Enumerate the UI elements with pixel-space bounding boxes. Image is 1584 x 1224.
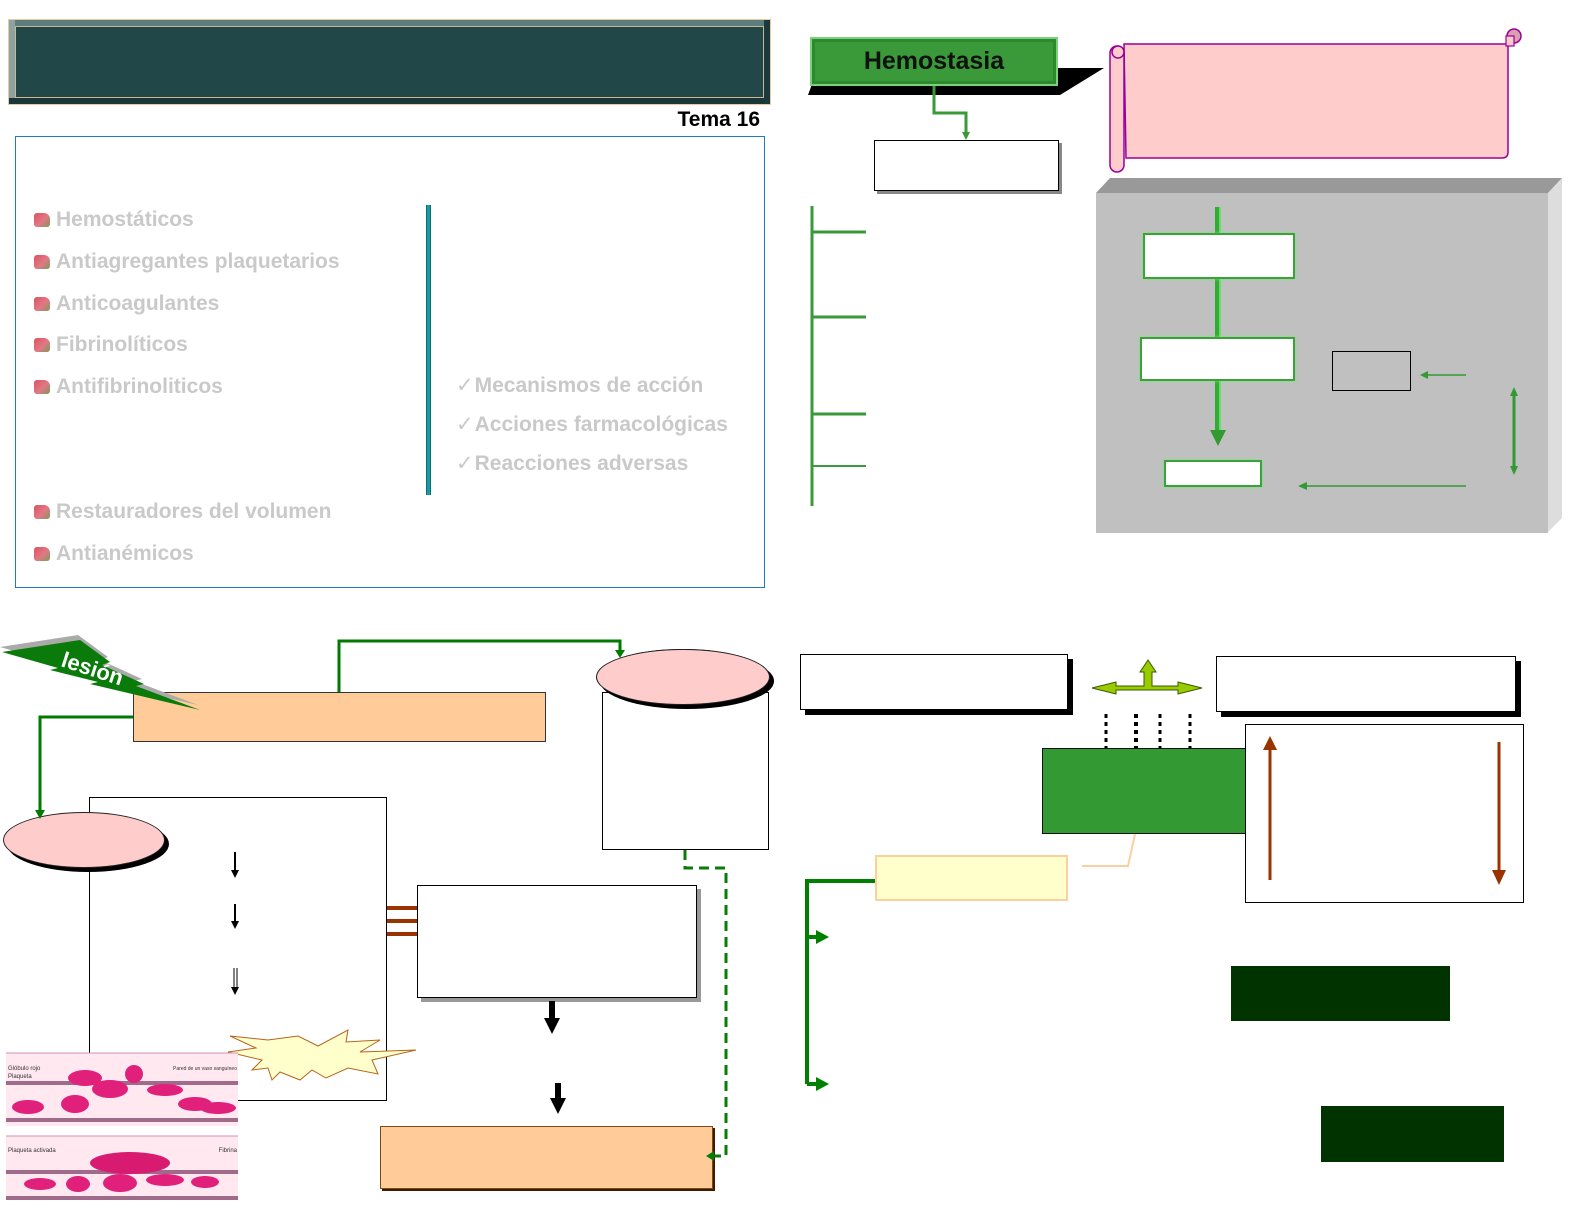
- yellow-box: [875, 855, 1068, 901]
- index-box: Hemostáticos Antiagregantes plaquetarios…: [15, 136, 765, 588]
- banner-face: [15, 26, 764, 98]
- down-arrow: [555, 1083, 561, 1101]
- link-bar: [387, 919, 417, 923]
- study-aspect-item: ✓Reacciones adversas: [456, 451, 688, 476]
- drug-group-label: Fibrinolíticos: [56, 333, 188, 356]
- checkmark-icon: ✓: [456, 374, 474, 397]
- banner-bevel: [9, 20, 15, 104]
- result-box: [380, 1126, 713, 1189]
- balance-box: [1245, 724, 1524, 903]
- rose-bullet-icon: [34, 338, 50, 352]
- hemostasia-child-box: [874, 140, 1059, 191]
- illustration-label: Plaqueta: [8, 1074, 32, 1080]
- title-banner: [8, 19, 771, 105]
- link-bar: [387, 932, 417, 936]
- study-aspect-label: Mecanismos de acción: [474, 374, 704, 397]
- dark-green-block-2: [1321, 1106, 1504, 1162]
- flow-box-1: [1143, 233, 1295, 279]
- arrow-head-icon: [962, 132, 970, 140]
- top-left-white-box: [800, 654, 1068, 710]
- dark-green-block-1: [1231, 966, 1450, 1021]
- rose-bullet-icon: [34, 380, 50, 394]
- banner-bevel: [9, 98, 770, 104]
- topic-label: Tema 16: [677, 108, 761, 131]
- callout-line: [1082, 833, 1136, 867]
- arrow-head-icon: [550, 1098, 566, 1114]
- tri-arrow-icon: [1091, 659, 1203, 695]
- study-aspect-item: ✓Mecanismos de acción: [456, 373, 703, 398]
- top-right-white-box: [1216, 656, 1516, 712]
- other-group-item: Antianémicos: [34, 542, 194, 566]
- rose-bullet-icon: [34, 255, 50, 269]
- pink-ellipse-right-top: [596, 649, 770, 705]
- illustration-label: Glóbulo rojo: [8, 1066, 41, 1072]
- drug-group-label: Antifibrinoliticos: [56, 375, 223, 398]
- flow-box-3: [1164, 460, 1262, 487]
- green-block: [1042, 748, 1247, 834]
- coagulation-box: [602, 692, 769, 850]
- drug-group-label: Hemostáticos: [56, 208, 194, 231]
- banner-bevel: [9, 20, 770, 26]
- flow-box-2: [1140, 337, 1295, 381]
- drug-group-label: Anticoagulantes: [56, 292, 220, 315]
- study-aspect-label: Acciones farmacológicas: [474, 413, 728, 436]
- outlined-box: [1332, 351, 1411, 391]
- study-aspect-label: Reacciones adversas: [474, 452, 689, 475]
- injury-response-box: [133, 692, 546, 742]
- lesion-label: lesión: [58, 647, 126, 690]
- rose-bullet-icon: [34, 297, 50, 311]
- drug-group-item: Antiagregantes plaquetarios: [34, 250, 340, 274]
- center-box: [417, 885, 697, 998]
- down-arrow: [549, 1001, 555, 1021]
- checkmark-icon: ✓: [456, 452, 474, 475]
- rose-bullet-icon: [34, 547, 50, 561]
- other-group-label: Restauradores del volumen: [56, 500, 332, 523]
- rose-bullet-icon: [34, 505, 50, 519]
- drug-group-label: Antiagregantes plaquetarios: [56, 250, 340, 273]
- banner-bevel: [764, 20, 770, 104]
- hemostasia-title: Hemostasia: [863, 47, 1005, 75]
- arrow-head-icon: [816, 930, 829, 944]
- hemostasia-box: [810, 37, 1058, 86]
- drug-group-item: Fibrinolíticos: [34, 333, 188, 357]
- arrow-head-icon: [816, 1077, 829, 1091]
- drug-group-item: Antifibrinoliticos: [34, 375, 223, 399]
- arrow-head-icon: [544, 1018, 560, 1034]
- other-group-item: Restauradores del volumen: [34, 500, 331, 524]
- drug-group-item: Hemostáticos: [34, 208, 194, 232]
- other-group-label: Antianémicos: [56, 542, 194, 565]
- illustration-label: Plaqueta activada: [8, 1148, 56, 1154]
- checkmark-icon: ✓: [456, 413, 474, 436]
- link-bar: [387, 906, 417, 910]
- drug-group-item: Anticoagulantes: [34, 292, 219, 316]
- rose-bullet-icon: [34, 213, 50, 227]
- scroll-banner: [1109, 28, 1522, 173]
- illustration-label: Fibrina: [219, 1148, 238, 1154]
- vertical-divider: [426, 205, 431, 495]
- green-bracket: [805, 879, 875, 1084]
- connector-to-right-ellipse: [337, 639, 622, 692]
- study-aspect-item: ✓Acciones farmacológicas: [456, 412, 728, 437]
- pink-ellipse-left: [3, 812, 165, 868]
